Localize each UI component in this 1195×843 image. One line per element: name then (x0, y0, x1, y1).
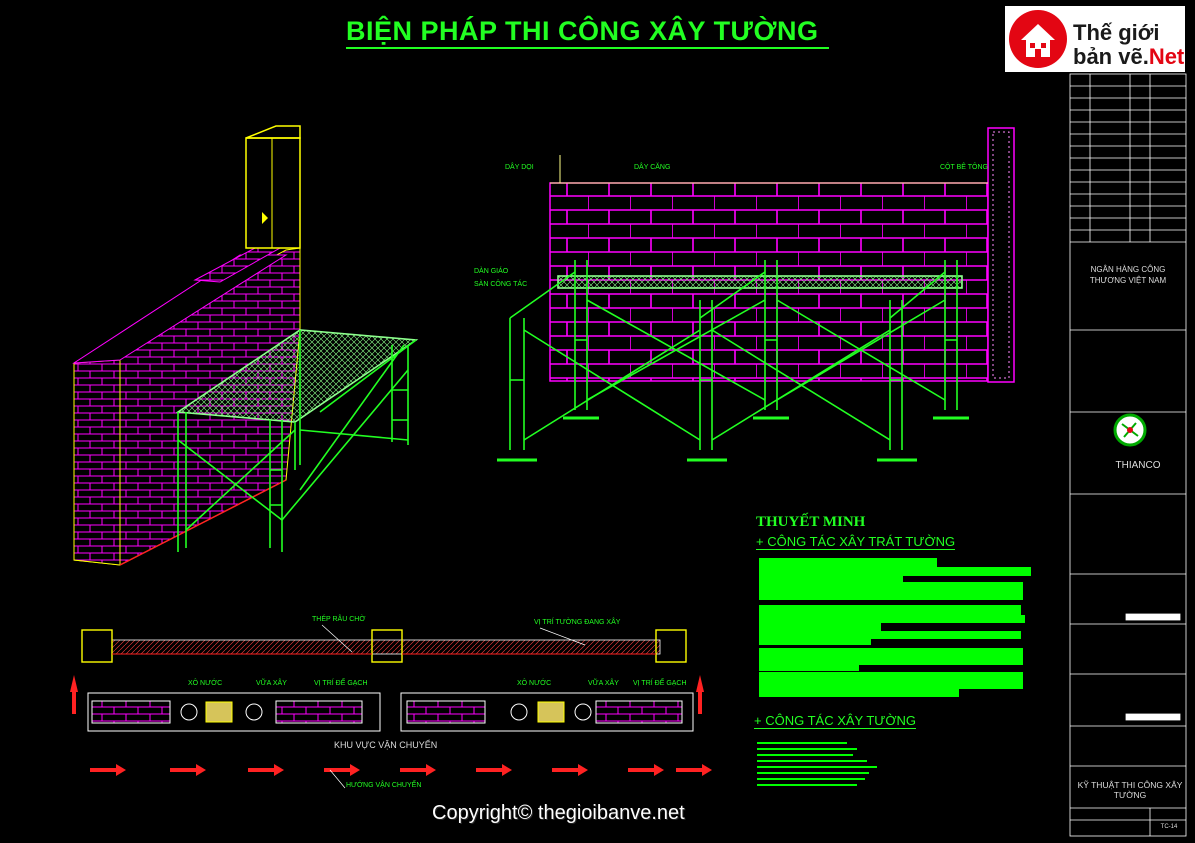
copyright-watermark: Copyright© thegioibanve.net (432, 802, 685, 824)
label-dan-giao: DÀN GIÁO (474, 268, 509, 275)
title-block-frame (1069, 73, 1187, 837)
label-cot-be-tong: CỘT BÊ TÔNG (940, 164, 988, 171)
title-block-drawing-title: KỸ THUẬT THI CÔNG XÂY TƯỜNG (1077, 780, 1183, 800)
label-thep-rau-cho: THÉP RÂU CHỜ (312, 616, 366, 623)
label-vi-tri-tuong: VỊ TRÍ TƯỜNG ĐANG XÂY (534, 619, 621, 626)
label-xo-nuoc-1: XÔ NƯỚC (188, 680, 223, 687)
title-block-drawing-number: TC-14 (1160, 824, 1178, 830)
label-san-cong-tac: SÀN CÔNG TÁC (474, 281, 528, 288)
notes-title: THUYẾT MINH (756, 514, 866, 530)
site-logo[interactable]: Thế giới bản vẽ.Net (1005, 6, 1185, 72)
plan-wall-strip (81, 629, 687, 663)
logo-line1: Thế giới (1073, 20, 1160, 45)
label-vi-tri-de-gach-1: VỊ TRÍ ĐỂ GẠCH (314, 680, 368, 687)
title-underline (346, 47, 829, 49)
label-xo-nuoc-2: XÔ NƯỚC (517, 680, 552, 687)
label-vua-xay-1: VỮA XÂY (256, 680, 287, 687)
transport-direction-arrows (70, 675, 712, 776)
label-huong-van-chuyen: HƯỚNG VẬN CHUYỂN (346, 782, 422, 789)
notes-section-2-title: + CÔNG TÁC XÂY TƯỜNG (754, 713, 917, 729)
label-vi-tri-de-gach-2: VỊ TRÍ ĐỂ GẠCH (633, 680, 687, 687)
label-khu-vuc-van-chuyen: KHU VỰC VẬN CHUYỂN (334, 740, 438, 750)
title-block-client: NGÂN HÀNG CÔNG THƯƠNG VIỆT NAM (1089, 265, 1167, 285)
logo-line2: bản vẽ.Net (1073, 44, 1185, 69)
label-vua-xay-2: VỮA XÂY (588, 680, 619, 687)
isometric-scaffold (175, 329, 419, 552)
elevation-scaffold (497, 260, 969, 462)
house-icon (1009, 10, 1067, 68)
title-block-company: THIANCO (1115, 460, 1161, 471)
label-day-cang: DÂY CĂNG (634, 164, 671, 171)
notes-section-1-title: + CÔNG TÁC XÂY TRÁT TƯỜNG (756, 534, 956, 550)
leader-lines (321, 624, 586, 789)
label-day-doi: DÂY DỌI (505, 164, 534, 171)
company-emblem-icon (1113, 413, 1147, 447)
isometric-wall (72, 125, 301, 566)
transport-area-plan (87, 692, 694, 732)
drawing-title: BIỆN PHÁP THI CÔNG XÂY TƯỜNG (346, 16, 819, 46)
